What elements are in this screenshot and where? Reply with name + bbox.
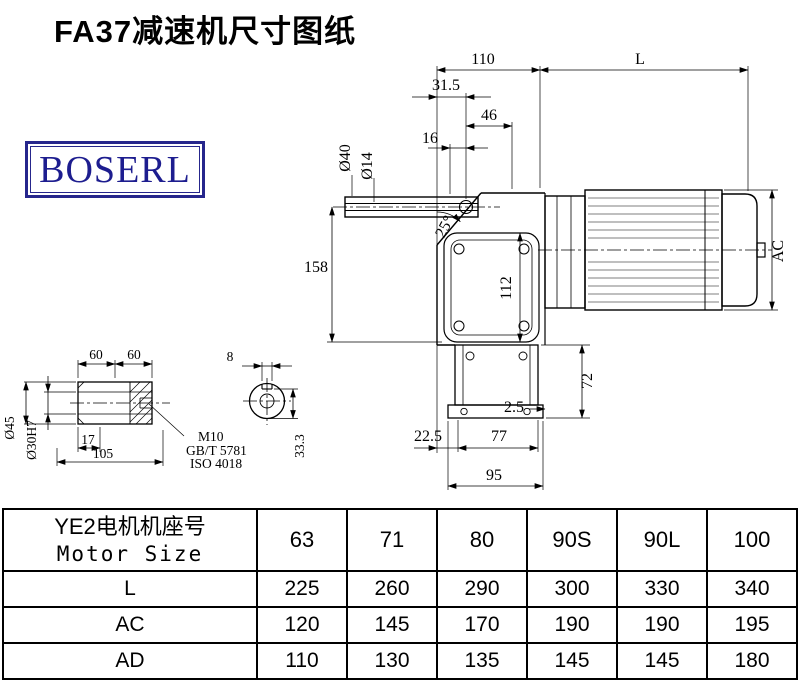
dim-dia45: Ø45 bbox=[2, 416, 17, 439]
extension-lines-main bbox=[327, 66, 778, 490]
motor-fins bbox=[588, 197, 719, 303]
dim-L: L bbox=[635, 51, 645, 68]
header-motor-size-en: Motor Size bbox=[56, 541, 204, 566]
extension-lines-shaft bbox=[24, 360, 298, 466]
table-cell: 180 bbox=[706, 642, 798, 680]
dimension-lines-shaft bbox=[23, 361, 296, 465]
row-label-L: L bbox=[2, 570, 258, 608]
dim-110: 110 bbox=[471, 51, 494, 68]
table-cell: 195 bbox=[706, 606, 798, 644]
dim-46: 46 bbox=[481, 107, 497, 124]
table-cell: 225 bbox=[256, 570, 348, 608]
boserl-logo-text: BOSERL bbox=[30, 146, 200, 193]
table-cell: 290 bbox=[436, 570, 528, 608]
dimension-drawing: 110 L 31.5 46 16 Ø40 Ø14 25° 158 112 AC … bbox=[2, 51, 787, 490]
label-m10: M10 bbox=[198, 429, 224, 444]
table-cell: 135 bbox=[436, 642, 528, 680]
dim-dia14: Ø14 bbox=[359, 152, 376, 180]
table-cell: 145 bbox=[526, 642, 618, 680]
dim-112: 112 bbox=[498, 276, 515, 299]
dim-95: 95 bbox=[486, 467, 502, 484]
header-motor-size: YE2电机机座号 Motor Size bbox=[2, 508, 258, 572]
dim-AC: AC bbox=[770, 240, 787, 262]
dim-158: 158 bbox=[304, 259, 328, 276]
gearbox-outline bbox=[344, 192, 546, 419]
row-label-AD: AD bbox=[2, 642, 258, 680]
label-iso-4018: ISO 4018 bbox=[190, 456, 242, 471]
table-cell: 330 bbox=[616, 570, 708, 608]
table-row-AD: AD 110 130 135 145 145 180 bbox=[2, 642, 798, 680]
row-label-AC: AC bbox=[2, 606, 258, 644]
dim-105: 105 bbox=[93, 446, 114, 461]
table-cell: 120 bbox=[256, 606, 348, 644]
dim-33-3: 33.3 bbox=[292, 434, 307, 458]
fan-cowl bbox=[721, 193, 758, 307]
shaft-hatching bbox=[129, 381, 153, 425]
size-col-100: 100 bbox=[706, 508, 798, 572]
table-cell: 145 bbox=[346, 606, 438, 644]
size-col-71: 71 bbox=[346, 508, 438, 572]
size-col-90s: 90S bbox=[526, 508, 618, 572]
dim-2-5: 2.5 bbox=[504, 399, 524, 416]
shaft-side-view bbox=[77, 381, 185, 437]
table-row-AC: AC 120 145 170 190 190 195 bbox=[2, 606, 798, 644]
dim-17: 17 bbox=[81, 432, 95, 447]
dimension-lines-main bbox=[329, 67, 775, 489]
dim-60-left: 60 bbox=[89, 347, 103, 362]
table-cell: 130 bbox=[346, 642, 438, 680]
dim-dia40: Ø40 bbox=[337, 144, 354, 172]
size-col-80: 80 bbox=[436, 508, 528, 572]
motor-size-table: YE2电机机座号 Motor Size 63 71 80 90S 90L 100… bbox=[2, 508, 798, 680]
shaft-section-view bbox=[248, 382, 286, 420]
table-cell: 340 bbox=[706, 570, 798, 608]
table-cell: 110 bbox=[256, 642, 348, 680]
dim-16: 16 bbox=[422, 130, 438, 147]
table-cell: 170 bbox=[436, 606, 528, 644]
dim-60-right: 60 bbox=[127, 347, 141, 362]
header-motor-size-cn: YE2电机机座号 bbox=[54, 514, 206, 540]
boserl-logo: BOSERL bbox=[25, 141, 205, 198]
size-col-90l: 90L bbox=[616, 508, 708, 572]
dim-22-5: 22.5 bbox=[414, 428, 442, 445]
table-cell: 190 bbox=[616, 606, 708, 644]
table-cell: 145 bbox=[616, 642, 708, 680]
table-header-row: YE2电机机座号 Motor Size 63 71 80 90S 90L 100 bbox=[2, 508, 798, 572]
page-title: FA37减速机尺寸图纸 bbox=[54, 14, 357, 49]
m10-leader-line bbox=[148, 403, 185, 437]
label-gbt-5781: GB/T 5781 bbox=[186, 443, 247, 458]
dim-dia30h7: Ø30H7 bbox=[24, 420, 39, 460]
dim-77: 77 bbox=[491, 428, 507, 445]
table-cell: 260 bbox=[346, 570, 438, 608]
centerlines bbox=[70, 206, 772, 425]
table-row-L: L 225 260 290 300 330 340 bbox=[2, 570, 798, 608]
size-col-63: 63 bbox=[256, 508, 348, 572]
table-cell: 300 bbox=[526, 570, 618, 608]
dim-72: 72 bbox=[579, 373, 596, 389]
dim-8: 8 bbox=[227, 349, 234, 364]
table-cell: 190 bbox=[526, 606, 618, 644]
dim-31-5: 31.5 bbox=[432, 77, 460, 94]
